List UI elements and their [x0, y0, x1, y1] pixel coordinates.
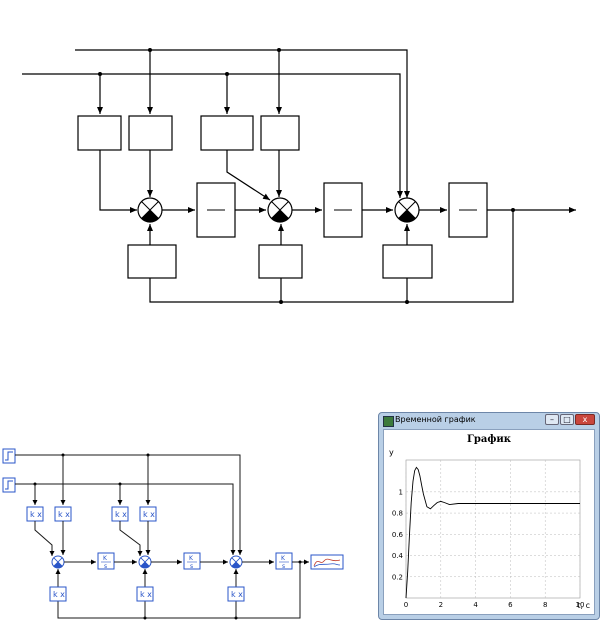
- input-line-2: [22, 73, 403, 198]
- y-axis-label: y: [389, 448, 394, 457]
- x-axis-label: t, c: [577, 601, 590, 610]
- x-tick-label: 0: [404, 601, 408, 609]
- gain-block-top-2: [128, 115, 173, 151]
- x-tick-label: 6: [508, 601, 513, 609]
- gain-label: k x: [140, 590, 152, 599]
- gain-block-top-4: [260, 115, 300, 151]
- integrator-block-model-3: [275, 552, 293, 570]
- x-tick-label: 2: [439, 601, 443, 609]
- svg-text:s: s: [190, 563, 193, 570]
- minimize-button[interactable]: –: [545, 414, 559, 425]
- summator-1: [137, 197, 163, 223]
- gain-block-model-bottom-1: [49, 586, 67, 602]
- gain-block-bottom-3: [382, 244, 433, 279]
- window-title: Временной график: [395, 415, 476, 424]
- gain-label: k x: [115, 510, 127, 519]
- chart-svg: 0 2 4 6 8 10 0.2 0.4 0.6 0.8 1: [392, 459, 585, 609]
- model-summator-1: [51, 555, 65, 569]
- gain-label: k x: [143, 510, 155, 519]
- model-summator-2: [138, 555, 152, 569]
- summator-3: [394, 197, 420, 223]
- integrator-block-model-2: [183, 552, 201, 570]
- graph-sink-icon: [310, 554, 344, 570]
- step-source-1: [2, 448, 16, 464]
- y-tick-label: 0.6: [392, 531, 404, 539]
- time-graph-window: Временной график – □ x График y t, c 0 2 4…: [378, 412, 600, 620]
- y-tick-label: 1: [399, 488, 403, 496]
- svg-text:s: s: [104, 563, 107, 570]
- step-source-2: [2, 477, 16, 493]
- y-tick-label: 0.4: [392, 552, 404, 560]
- series-line: [405, 466, 580, 599]
- chart-title: График: [466, 434, 512, 445]
- gain-label: k x: [231, 590, 243, 599]
- gain-label: k x: [58, 510, 70, 519]
- gain-block-top-3: [200, 115, 254, 151]
- plot-frame: [405, 459, 581, 599]
- gain-label: k x: [30, 510, 42, 519]
- svg-text:s: s: [282, 563, 285, 570]
- gain-label: k x: [53, 590, 65, 599]
- gain-block-bottom-2: [258, 244, 303, 279]
- svg-text:K: K: [189, 555, 194, 562]
- x-tick-label: 10: [576, 601, 585, 609]
- integrator-block-model-1: [97, 552, 115, 570]
- x-tick-label: 4: [473, 601, 478, 609]
- app-icon: [383, 416, 394, 427]
- model-summator-3: [229, 555, 243, 569]
- summator-2: [267, 197, 293, 223]
- y-tick-label: 0.2: [392, 573, 403, 581]
- svg-text:K: K: [103, 555, 108, 562]
- gain-block-bottom-1: [127, 244, 177, 279]
- y-tick-label: 0.8: [392, 510, 403, 518]
- gain-block-model-bottom-2: [136, 586, 154, 602]
- simulation-model: k x k x k x k x K s: [2, 448, 344, 620]
- plot-area: График y t, c 0 2 4 6 8 10 0.2 0.4 0.6 0.8 1: [383, 429, 595, 615]
- maximize-button[interactable]: □: [560, 414, 574, 425]
- svg-text:K: K: [281, 555, 286, 562]
- gain-block-model-bottom-3: [227, 586, 245, 602]
- close-button[interactable]: x: [575, 414, 595, 425]
- input-line-1: [75, 49, 410, 198]
- x-tick-label: 8: [543, 601, 547, 609]
- gain-block-top-1: [77, 115, 122, 151]
